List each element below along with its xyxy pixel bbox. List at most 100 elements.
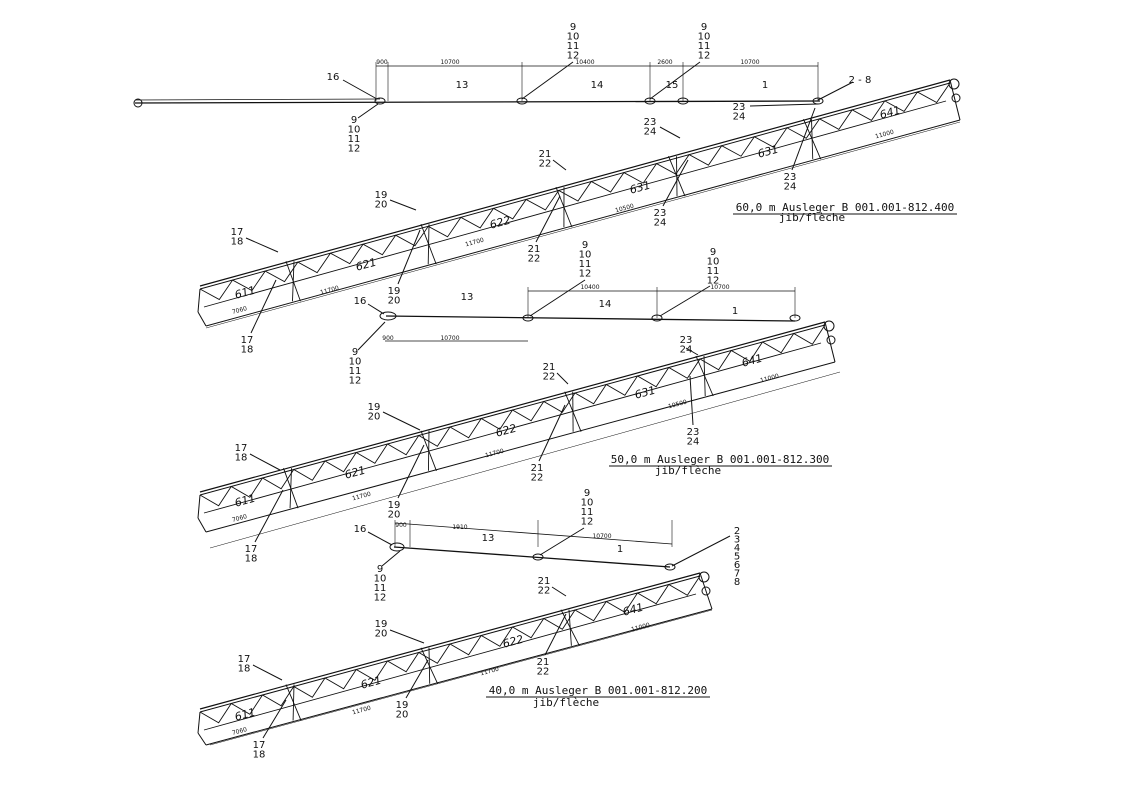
leader [536,196,560,242]
callout-17-18: 18 [241,345,254,356]
segment-label: 621 [359,674,383,692]
callout-19-20: 20 [375,629,388,640]
callout-21-22: 22 [537,667,550,678]
section-joint [293,685,294,721]
tie-member-label: 14 [591,80,604,91]
caption-sub-50m: jib/flèche [655,464,721,477]
tie-member-label: 13 [461,292,474,303]
leader [557,373,568,384]
leader [672,536,730,566]
tie-member-label: 1 [732,306,738,317]
leader [663,160,688,206]
tie-dimension: 900 [382,335,394,342]
leader [390,200,416,210]
leader [246,238,278,252]
callout-17-18: 18 [231,237,244,248]
leader [818,82,853,100]
bottom-dimension: 7060 [231,305,248,316]
callout-21-22: 22 [543,372,556,383]
callout-19-20: 20 [396,710,409,721]
section-joint [812,119,813,159]
tie-member-label: 13 [456,80,469,91]
callout-9-12: 12 [374,593,387,604]
tie-member-label: 1 [617,544,623,555]
callout-23-24: 24 [654,218,667,229]
callout-21-22: 22 [538,586,551,597]
bottom-dimension: 11700 [484,448,504,460]
callout-23-24: 24 [680,345,693,356]
tip-pulley [827,336,835,344]
leader [530,280,585,316]
leader [553,160,566,170]
callout-23-24: 24 [644,127,657,138]
section-joint [569,610,571,646]
bottom-dimension: 10500 [614,203,634,215]
tie-dimension: 10700 [440,335,459,342]
boom-nose [198,312,206,326]
tie-dimension: 2600 [657,59,672,66]
tie-dimension: 1910 [452,524,467,531]
callout-17-18: 18 [238,664,251,675]
callout-21-22: 22 [531,473,544,484]
tie-dimension-line [395,523,672,544]
boom-nose [198,495,200,518]
lattice-web [200,576,700,723]
segment-label: 611 [233,706,257,724]
caption-sub-40m: jib/flèche [533,696,599,709]
callout-17-18: 18 [253,750,266,761]
bottom-dimension-line [210,610,712,745]
leader [398,445,424,498]
leader [368,532,392,545]
leader [406,660,428,698]
leader [540,528,584,555]
leader [552,587,566,596]
caption-sub-60m: jib/flèche [779,211,845,224]
top-chord [200,80,950,286]
leader [660,286,710,316]
lattice-lower-chord [204,594,696,730]
tie-dimension: 10700 [592,533,611,540]
tie-member-label: 1 [762,80,768,91]
segment-label: 641 [621,601,645,619]
callout-19-20: 20 [375,200,388,211]
callout-19-20: 20 [388,296,401,307]
leader [382,551,400,566]
segment-label: 641 [740,352,764,370]
callout-9-12: 12 [349,376,362,387]
callout-9-12: 12 [581,517,594,528]
segment-label: 641 [878,104,902,122]
callout-23-24: 24 [784,182,797,193]
boom-nose [198,712,200,733]
section-joint [429,648,430,684]
top-chord [200,83,950,289]
callout-23-24: 24 [733,112,746,123]
callout-17-18: 18 [235,453,248,464]
boom-nose [198,518,206,532]
tie-bar [135,99,380,100]
leader [660,127,680,138]
callout-19-20: 20 [368,412,381,423]
tie-dimension: 10700 [440,59,459,66]
callout-9-12: 12 [567,51,580,62]
callout-9-12: 12 [579,269,592,280]
segment-label: 631 [633,384,657,402]
bottom-dimension-line [206,122,960,328]
segment-label: 631 [628,179,652,197]
bottom-dimension: 11000 [630,622,650,634]
callout-16: 16 [354,524,367,535]
callout-16: 16 [327,72,340,83]
tie-dimension: 900 [395,522,407,529]
leader [251,280,276,333]
bottom-chord [206,362,835,532]
leader [358,104,378,118]
callout-9-12: 12 [348,144,361,155]
callout-19-20: 20 [388,510,401,521]
section-joint [292,261,294,301]
tie-dimension: 10400 [580,284,599,291]
tie-bar [394,547,670,567]
leader [650,62,700,99]
segment-label: 622 [501,633,525,651]
callout-2-8: 8 [734,577,740,588]
